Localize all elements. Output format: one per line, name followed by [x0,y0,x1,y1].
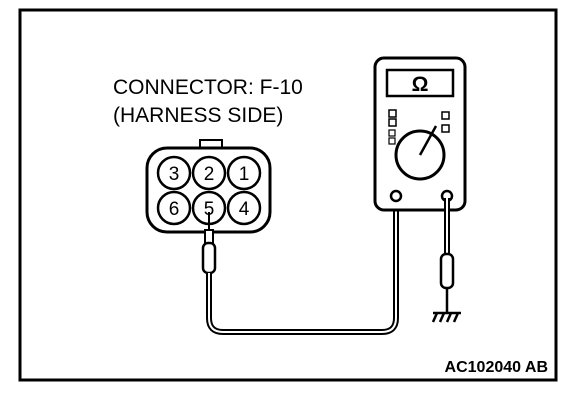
connector-title: CONNECTOR: F-10 [113,76,303,99]
multimeter-ohm-symbol: Ω [412,73,429,96]
multimeter-display [385,68,455,98]
diagram-frame [18,8,558,382]
figure-code: AC102040 AB [445,359,548,376]
multimeter-button-left-2 [388,118,397,127]
ground-symbol [431,311,461,323]
pin-6: 6 [156,190,192,226]
multimeter-button-right-1 [441,111,450,120]
multimeter-button-right-2 [441,124,450,133]
pin-1: 1 [226,155,262,191]
ground-probe-handle [439,252,455,290]
test-lead-to-ground [439,198,455,313]
multimeter-dial-pointer [418,125,438,156]
multimeter-button-left-1 [388,109,397,118]
pin-5-label: 5 [204,199,215,220]
pin-1-label: 1 [239,164,250,185]
connector-f10: 3 2 1 6 5 4 [145,139,272,234]
pin-2-label: 2 [204,164,215,185]
pin-4-label: 4 [239,199,250,220]
multimeter-jack-left [389,189,403,203]
connector-subtitle: (HARNESS SIDE) [113,104,283,127]
pin-3: 3 [156,155,192,191]
multimeter: Ω [373,56,467,212]
pin-6-label: 6 [169,199,180,220]
pin-2: 2 [191,155,227,191]
pin-3-label: 3 [169,164,180,185]
pin-4: 4 [226,190,262,226]
